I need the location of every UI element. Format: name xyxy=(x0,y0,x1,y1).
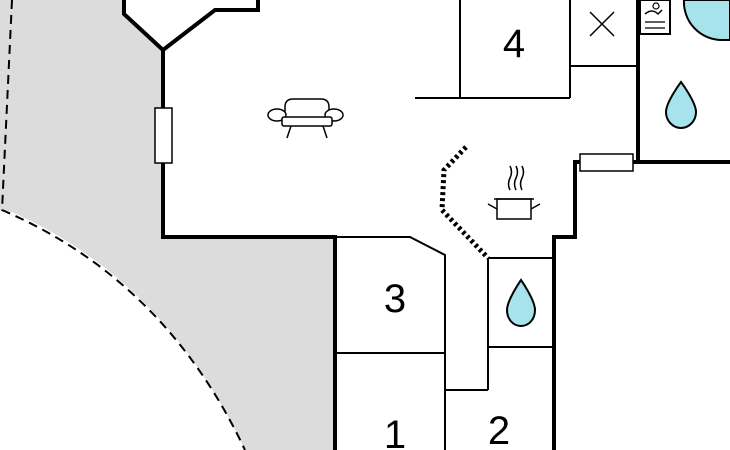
whirlpool-tub-icon xyxy=(682,0,730,42)
window-east xyxy=(579,153,634,172)
room-4-label: 4 xyxy=(503,22,525,66)
window-west xyxy=(154,107,173,164)
sauna-icon xyxy=(639,0,671,35)
water-drop-icon-small-bath xyxy=(505,278,537,328)
water-drop-icon xyxy=(664,80,698,130)
sofa-icon xyxy=(267,98,344,139)
cross-mark-icon xyxy=(589,11,615,37)
cooking-pot-icon xyxy=(487,165,541,220)
room-2-label: 2 xyxy=(488,409,510,450)
outside-area xyxy=(0,0,335,450)
kitchen-partition xyxy=(439,145,490,260)
interior-walls xyxy=(335,0,638,450)
room-3-label: 3 xyxy=(384,277,406,321)
room-1-label: 1 xyxy=(384,413,406,450)
property-boundary xyxy=(0,0,246,450)
